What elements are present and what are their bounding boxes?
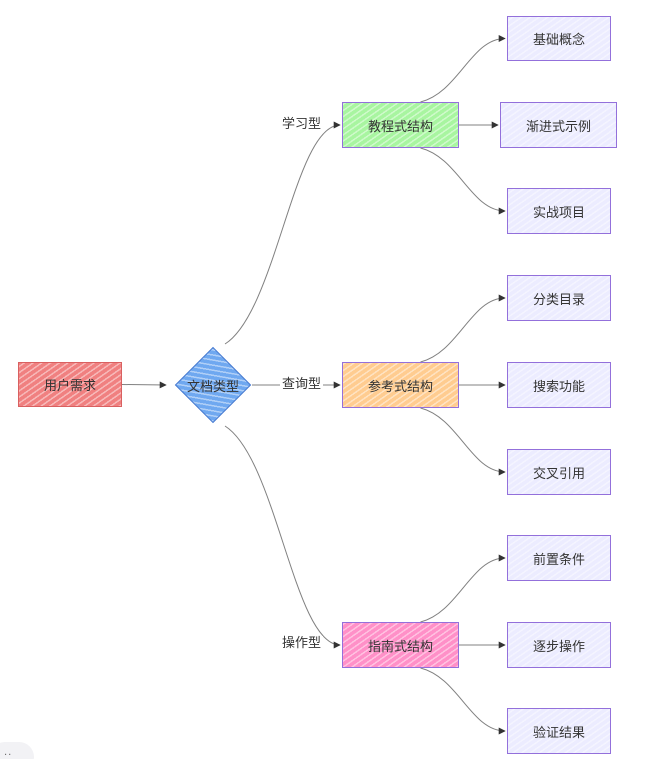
node-catalog[interactable]: 分类目录: [507, 275, 611, 321]
edge-tutorial-to-basics: [420, 35, 506, 103]
node-verify-label: 验证结果: [532, 725, 585, 741]
node-basics-label: 基础概念: [532, 33, 585, 48]
edge-doc_type-to-guide: [224, 425, 341, 649]
node-prereq-label: 前置条件: [532, 552, 585, 568]
node-guide-label: 指南式结构: [367, 639, 433, 655]
node-steps-label: 逐步操作: [532, 639, 585, 655]
node-project[interactable]: 实战项目: [507, 188, 611, 234]
edge-reference-to-catalog: [420, 294, 506, 363]
node-tutorial-structure[interactable]: 教程式结构: [342, 102, 459, 148]
node-doc-type-decision[interactable]: 文档类型: [168, 338, 258, 432]
node-catalog-label: 分类目录: [532, 292, 585, 308]
node-progressive-examples[interactable]: 渐进式示例: [500, 102, 617, 148]
node-user-need-label: 用户需求: [43, 379, 96, 394]
edge-reference-to-crossref: [420, 407, 506, 476]
node-user-need[interactable]: 用户需求: [18, 362, 122, 407]
node-progressive-label: 渐进式示例: [525, 119, 591, 135]
node-guide-structure[interactable]: 指南式结构: [342, 622, 459, 668]
node-search[interactable]: 搜索功能: [507, 362, 611, 408]
edge-tutorial-to-project: [420, 147, 506, 215]
node-prerequisites[interactable]: 前置条件: [507, 535, 611, 581]
node-tutorial-label: 教程式结构: [367, 119, 433, 135]
edge-label-query: 查询型: [280, 377, 324, 393]
node-steps[interactable]: 逐步操作: [507, 622, 611, 668]
node-project-label: 实战项目: [532, 205, 585, 221]
edge-label-learning: 学习型: [280, 117, 324, 133]
edge-doc_type-to-tutorial: [224, 121, 341, 345]
node-basics[interactable]: 基础概念: [507, 16, 611, 61]
node-doc-type-label: 文档类型: [186, 379, 239, 395]
ellipsis-icon[interactable]: ··: [4, 750, 13, 759]
node-search-label: 搜索功能: [532, 379, 585, 395]
edge-user_need-to-doc_type: [121, 381, 167, 389]
edge-guide-to-prereq: [420, 554, 506, 623]
node-verify[interactable]: 验证结果: [507, 708, 611, 754]
node-reference-label: 参考式结构: [367, 379, 433, 395]
node-reference-structure[interactable]: 参考式结构: [342, 362, 459, 408]
node-crossref[interactable]: 交叉引用: [507, 449, 611, 495]
edge-label-operation: 操作型: [280, 636, 324, 652]
edge-guide-to-verify: [420, 667, 506, 735]
corner-widget[interactable]: [0, 742, 34, 759]
node-crossref-label: 交叉引用: [532, 466, 585, 482]
